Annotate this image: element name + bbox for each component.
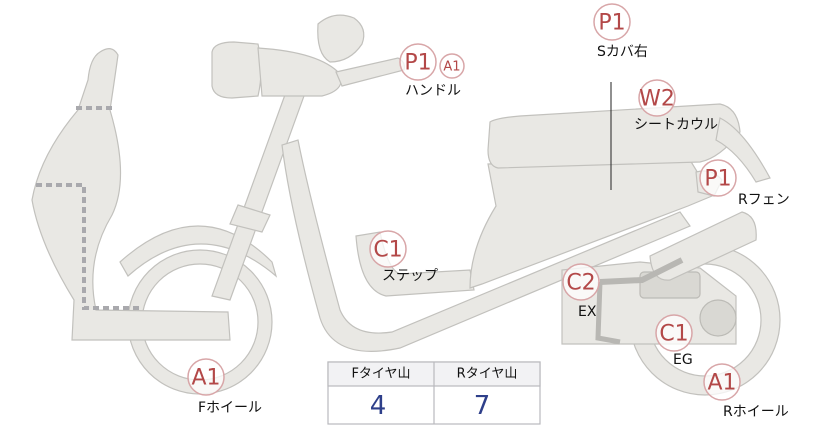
label-seat-cowl: シートカウル xyxy=(634,117,718,133)
headlight xyxy=(211,41,262,99)
frame-tube xyxy=(281,139,691,352)
badge-circle xyxy=(187,358,225,396)
label-side-cover: Sカバ右 xyxy=(597,44,648,60)
badge-exhaust-c2: C2 xyxy=(562,263,600,301)
rear-tail xyxy=(715,117,771,183)
body-side-cover xyxy=(469,159,713,289)
label-handle: ハンドル xyxy=(405,83,461,99)
exhaust-pipe-lower xyxy=(595,281,621,345)
label-rear-wheel: Rホイール xyxy=(723,404,789,420)
badge-seat-cowl-w2: W2 xyxy=(638,79,676,117)
scooter-illustration xyxy=(31,14,781,396)
badge-circle xyxy=(593,3,631,41)
badge-rear-fender-p1: P1 xyxy=(699,159,737,197)
badge-circle xyxy=(399,43,437,81)
seat xyxy=(487,103,741,169)
badge-front-wheel-a1: A1 xyxy=(187,358,225,396)
badge-circle xyxy=(439,53,465,79)
rear-hub xyxy=(699,299,737,337)
badge-code: C1 xyxy=(373,238,402,263)
badge-code: C2 xyxy=(566,271,595,296)
badge-handle-a1: A1 xyxy=(439,53,465,79)
front-fork-brace xyxy=(229,204,271,233)
front-tire-value: 4 xyxy=(370,391,387,421)
label-step: ステップ xyxy=(382,268,438,284)
badge-code: P1 xyxy=(404,51,431,76)
part-labels: ハンドル Sカバ右 シートカウル Rフェン ステップ EX EG Fホイール R… xyxy=(198,44,790,420)
label-engine: EG xyxy=(673,352,693,368)
badge-code: A1 xyxy=(707,371,736,396)
badge-circle xyxy=(703,363,741,401)
badge-code: W2 xyxy=(639,87,675,112)
badge-code: P1 xyxy=(704,167,731,192)
handlebar-grip xyxy=(335,57,405,87)
rear-tire-value: 7 xyxy=(474,391,491,421)
front-shield-dashed-outline-2 xyxy=(36,183,140,310)
badge-side-cover-p1: P1 xyxy=(593,3,631,41)
badge-circle xyxy=(699,159,737,197)
badge-code: P1 xyxy=(598,11,625,36)
label-rear-fender: Rフェン xyxy=(738,192,790,208)
badge-circle xyxy=(655,314,693,352)
badge-circle xyxy=(369,230,407,268)
badge-code: A1 xyxy=(443,60,460,75)
badge-step-c1: C1 xyxy=(369,230,407,268)
exhaust-pipe xyxy=(599,257,684,285)
badge-circle xyxy=(638,79,676,117)
front-shield-dashed-outline xyxy=(76,106,114,110)
label-exhaust: EX xyxy=(578,304,597,320)
badge-circle xyxy=(562,263,600,301)
mirror xyxy=(317,14,365,63)
badge-handle-p1: P1 xyxy=(399,43,437,81)
front-shield xyxy=(31,48,231,341)
badge-rear-wheel-a1: A1 xyxy=(703,363,741,401)
badge-engine-c1: C1 xyxy=(655,314,693,352)
badge-code: C1 xyxy=(659,322,688,347)
badge-code: A1 xyxy=(191,366,220,391)
tire-tread-table: Fタイヤ山 Rタイヤ山 4 7 xyxy=(327,361,541,425)
rear-tire-header: Rタイヤ山 xyxy=(457,367,518,382)
front-tire-header: Fタイヤ山 xyxy=(351,367,410,382)
label-front-wheel: Fホイール xyxy=(198,400,262,416)
